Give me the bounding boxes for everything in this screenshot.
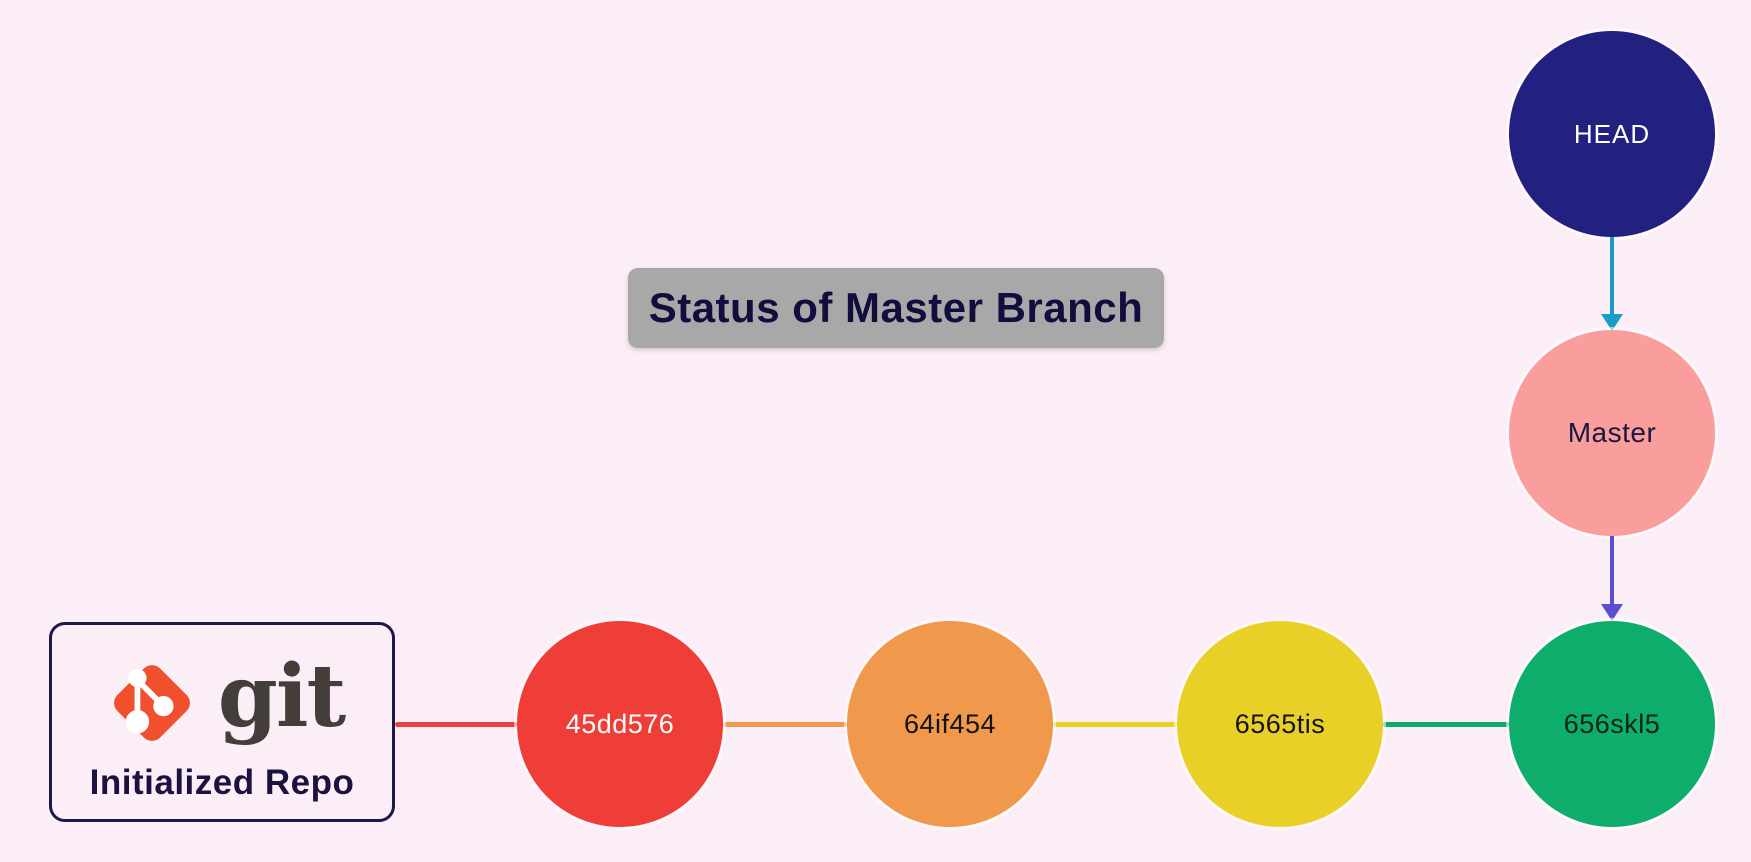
commit-hash: 45dd576	[565, 708, 675, 739]
connector-repo-to-commit1	[395, 722, 517, 727]
master-node-label: Master	[1567, 417, 1657, 448]
head-node-label: HEAD	[1573, 118, 1651, 149]
diagram-title: Status of Master Branch	[648, 284, 1144, 331]
diagram-title-box: Status of Master Branch	[628, 268, 1164, 348]
connector-commit3-to-commit4	[1383, 722, 1509, 727]
commit-hash: 6565tis	[1234, 708, 1326, 739]
commit-node: 64if454	[847, 621, 1053, 827]
commit-hash: 656skl5	[1563, 708, 1661, 739]
commit-node: 45dd576	[517, 621, 723, 827]
connector-commit1-to-commit2	[723, 722, 847, 727]
connector-commit2-to-commit3	[1053, 722, 1177, 727]
head-to-master-arrowhead-icon	[1601, 314, 1623, 331]
master-to-commit-arrow-line	[1610, 536, 1614, 606]
head-node: HEAD	[1509, 31, 1715, 237]
git-logo-row: git	[100, 645, 347, 761]
git-wordmark: git	[217, 646, 347, 747]
git-repo-box: git Initialized Repo	[49, 622, 395, 822]
commit-hash: 64if454	[903, 708, 997, 739]
git-logo-icon	[113, 665, 190, 741]
repo-box-label: Initialized Repo	[89, 763, 355, 802]
commit-node: 6565tis	[1177, 621, 1383, 827]
head-to-master-arrow-line	[1610, 237, 1614, 316]
master-node: Master	[1509, 330, 1715, 536]
master-to-commit-arrowhead-icon	[1601, 604, 1623, 621]
commit-node: 656skl5	[1509, 621, 1715, 827]
